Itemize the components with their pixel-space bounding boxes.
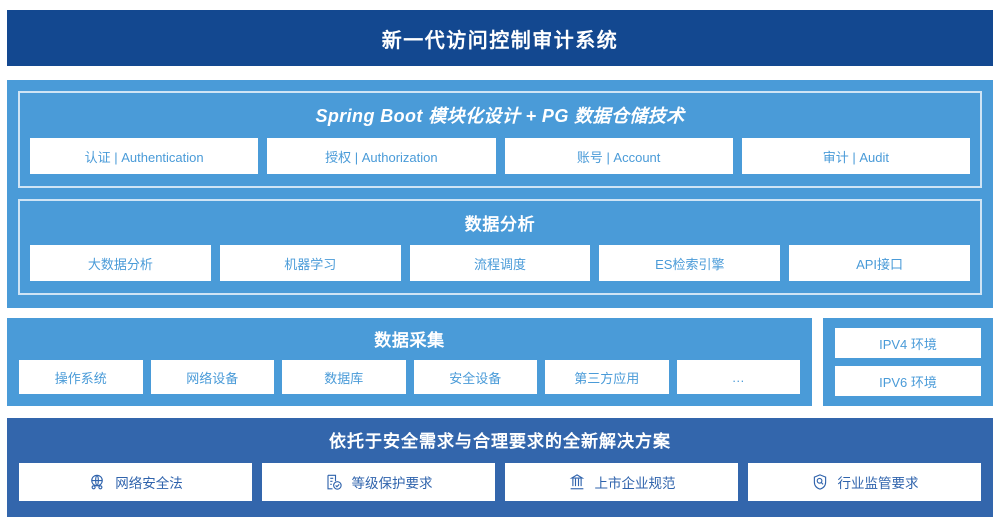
collection-row: 数据采集 操作系统 网络设备 数据库 安全设备 第三方应用 … IPV4 环境 … — [7, 318, 993, 406]
platform-chip-authorization[interactable]: 授权 | Authorization — [267, 138, 496, 174]
compliance-label-industry-regulation: 行业监管要求 — [837, 476, 919, 491]
analysis-chip-process-scheduling[interactable]: 流程调度 — [409, 245, 591, 281]
compliance-chip-cybersecurity-law[interactable]: 网络安全法 — [19, 463, 252, 501]
analysis-chip-api[interactable]: API接口 — [789, 245, 970, 281]
environment-group: IPV4 环境 IPV6 环境 — [823, 318, 993, 406]
analysis-chip-machine-learning[interactable]: 机器学习 — [219, 245, 401, 281]
compliance-chip-industry-regulation[interactable]: 行业监管要求 — [748, 463, 981, 501]
collection-chip-operating-system[interactable]: 操作系统 — [19, 360, 143, 394]
platform-chip-audit[interactable]: 审计 | Audit — [741, 138, 970, 174]
collection-chip-network-device[interactable]: 网络设备 — [150, 360, 274, 394]
collection-chip-database[interactable]: 数据库 — [282, 360, 406, 394]
compliance-label-classified-protection: 等级保护要求 — [351, 476, 433, 491]
platform-chip-authentication[interactable]: 认证 | Authentication — [30, 138, 259, 174]
collection-chip-more[interactable]: … — [676, 360, 800, 394]
analysis-chip-row: 大数据分析 机器学习 流程调度 ES检索引擎 API接口 — [30, 245, 970, 281]
shield-search-icon — [811, 473, 829, 491]
collection-chip-security-device[interactable]: 安全设备 — [413, 360, 537, 394]
environment-chip-ipv6[interactable]: IPV6 环境 — [835, 366, 981, 396]
compliance-chip-listed-enterprise[interactable]: 上市企业规范 — [505, 463, 738, 501]
platform-group-title: Spring Boot 模块化设计 + PG 数据仓储技术 — [315, 106, 685, 126]
collection-group: 数据采集 操作系统 网络设备 数据库 安全设备 第三方应用 … — [7, 318, 812, 406]
architecture-upper-panel: Spring Boot 模块化设计 + PG 数据仓储技术 认证 | Authe… — [7, 80, 993, 308]
page-header: 新一代访问控制审计系统 — [7, 10, 993, 66]
compliance-chip-classified-protection[interactable]: 等级保护要求 — [262, 463, 495, 501]
compliance-chip-row: 网络安全法 等级保护要求 — [19, 463, 981, 501]
collection-chip-row: 操作系统 网络设备 数据库 安全设备 第三方应用 … — [19, 360, 800, 394]
document-check-icon — [325, 473, 343, 491]
analysis-chip-es-search[interactable]: ES检索引擎 — [599, 245, 781, 281]
platform-chip-account[interactable]: 账号 | Account — [504, 138, 733, 174]
collection-chip-third-party-app[interactable]: 第三方应用 — [545, 360, 669, 394]
compliance-group-title: 依托于安全需求与合理要求的全新解决方案 — [329, 432, 671, 451]
environment-chip-ipv4[interactable]: IPV4 环境 — [835, 328, 981, 358]
compliance-label-listed-enterprise: 上市企业规范 — [594, 476, 676, 491]
globe-network-icon — [88, 473, 106, 491]
platform-chip-row: 认证 | Authentication 授权 | Authorization 账… — [30, 138, 970, 174]
platform-group: Spring Boot 模块化设计 + PG 数据仓储技术 认证 | Authe… — [18, 91, 982, 188]
collection-group-title: 数据采集 — [374, 331, 445, 350]
analysis-group: 数据分析 大数据分析 机器学习 流程调度 ES检索引擎 API接口 — [18, 199, 982, 295]
analysis-group-title: 数据分析 — [464, 215, 536, 234]
analysis-chip-bigdata[interactable]: 大数据分析 — [30, 245, 211, 281]
compliance-label-cybersecurity-law: 网络安全法 — [115, 476, 183, 491]
compliance-group: 依托于安全需求与合理要求的全新解决方案 网络安全法 — [7, 418, 993, 517]
page-title: 新一代访问控制审计系统 — [381, 29, 619, 52]
bank-building-icon — [568, 473, 586, 491]
